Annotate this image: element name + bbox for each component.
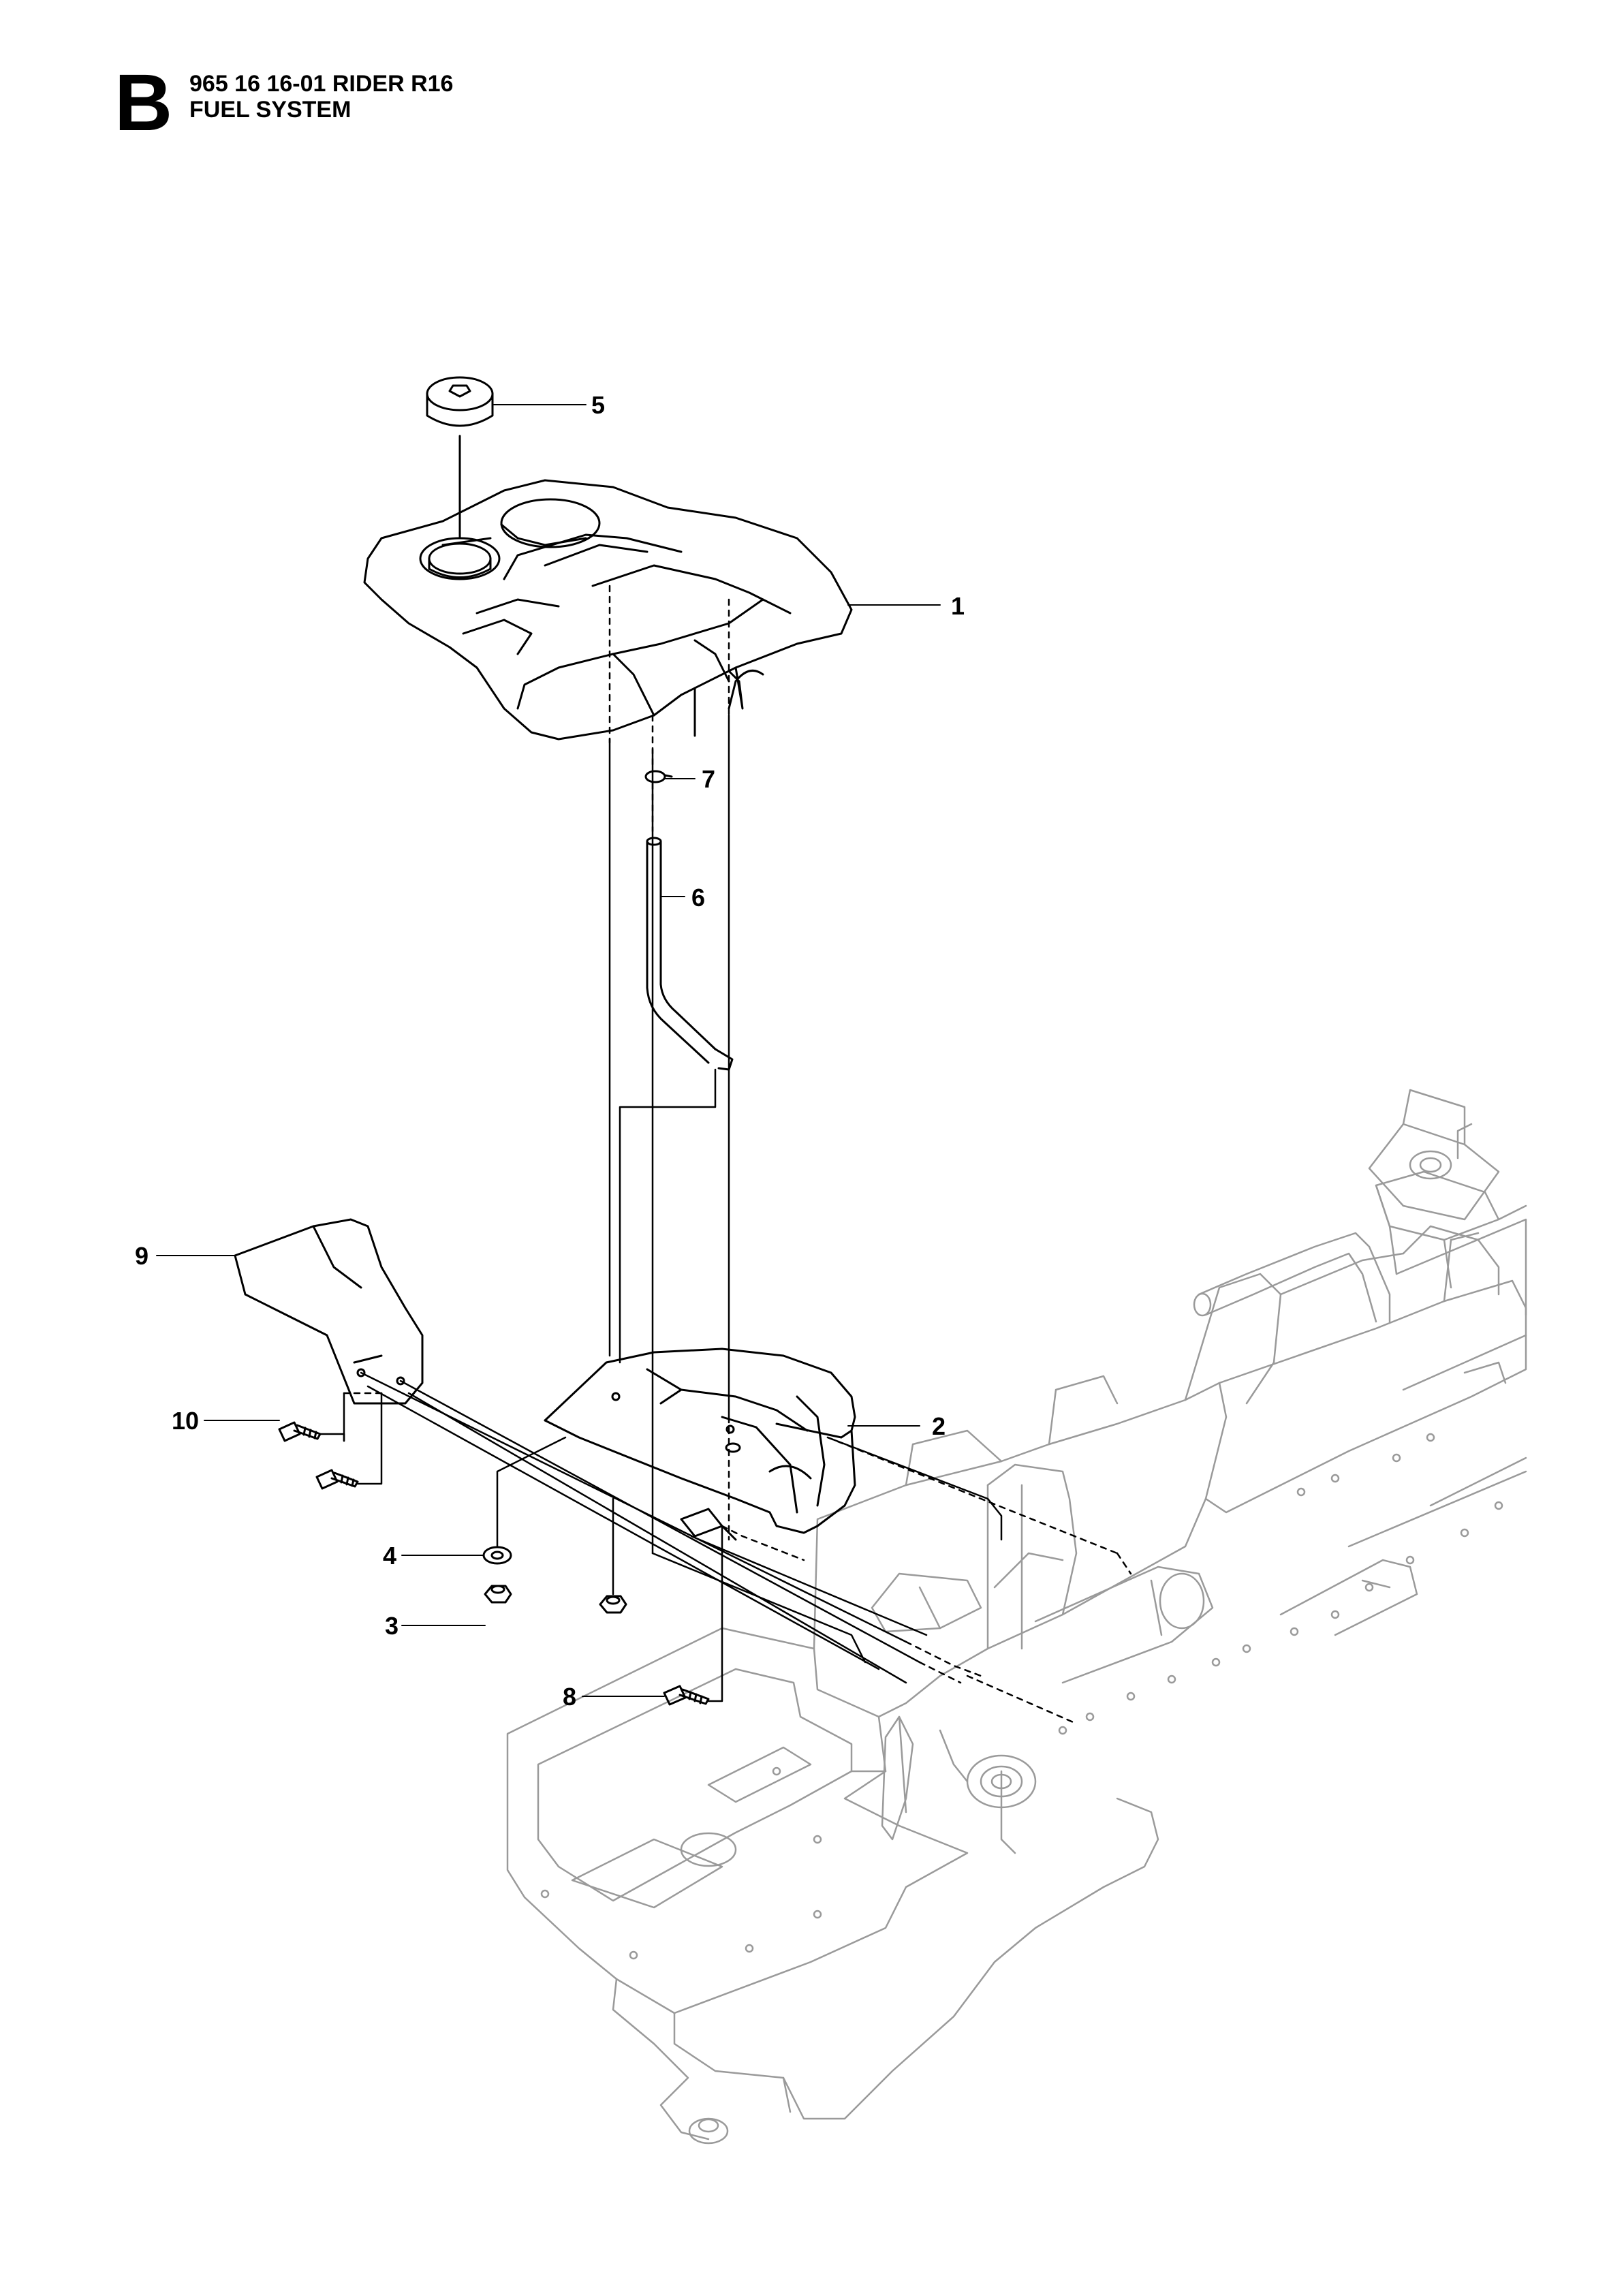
part-10-screws — [278, 1421, 359, 1490]
part-8-screw — [663, 1685, 710, 1706]
callout-2: 2 — [932, 1412, 946, 1440]
callout-leaders — [156, 404, 941, 1697]
callout-10: 10 — [172, 1407, 199, 1435]
nut-bracket — [599, 1595, 627, 1614]
callout-9: 9 — [135, 1242, 149, 1270]
callout-7: 7 — [702, 765, 715, 793]
callout-labels: 1 2 3 4 5 6 7 8 9 10 — [135, 391, 965, 1711]
mower-frame — [506, 1089, 1527, 2145]
part-9-heat-shield — [234, 1218, 424, 1405]
callout-1: 1 — [951, 592, 965, 620]
callout-8: 8 — [563, 1683, 576, 1711]
part-7-clamp — [644, 770, 673, 783]
part-2-tank-bracket — [544, 1348, 856, 1541]
assembly-lines — [319, 714, 1003, 1702]
section-letter: B — [114, 58, 173, 148]
model-line: 965 16 16-01 RIDER R16 — [189, 71, 454, 97]
part-3-nut — [484, 1585, 512, 1604]
title-block: 965 16 16-01 RIDER R16 FUEL SYSTEM — [189, 71, 453, 123]
callout-5: 5 — [591, 391, 605, 419]
system-name: FUEL SYSTEM — [189, 97, 352, 123]
callout-4: 4 — [383, 1542, 396, 1570]
dashed-assembly-lines — [343, 585, 1132, 1725]
part-1-tank-shroud — [363, 479, 853, 741]
callout-6: 6 — [691, 884, 705, 912]
part-5-fuel-cap — [426, 376, 494, 540]
part-4-washer — [482, 1546, 512, 1565]
part-6-fuel-hose — [646, 837, 734, 1071]
callout-3: 3 — [385, 1612, 399, 1640]
